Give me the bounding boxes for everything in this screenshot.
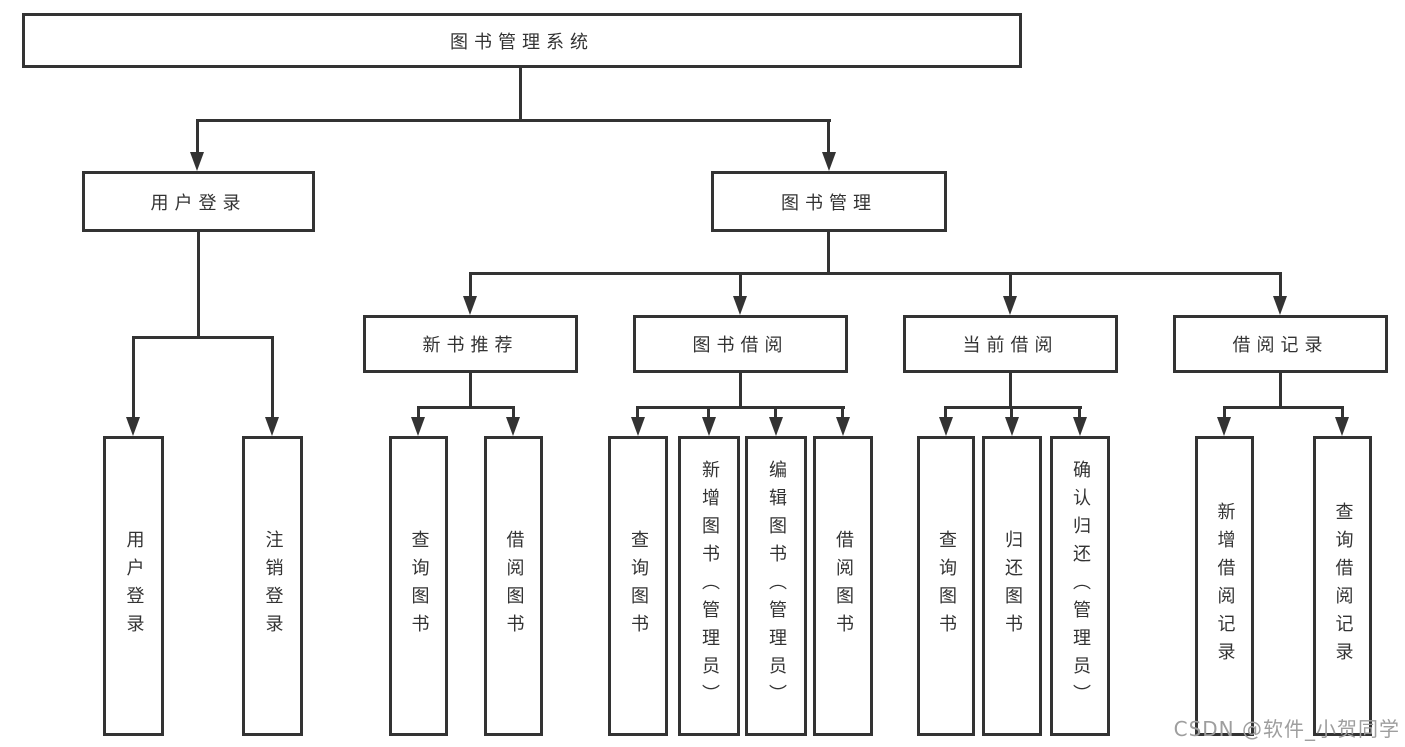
connector-line: [132, 336, 274, 339]
leaf-br-add-record: 新增借阅记录: [1195, 436, 1254, 736]
node-book-management-label: 图书管理: [781, 192, 877, 214]
arrow-down-icon: [939, 417, 953, 436]
arrow-down-icon: [1217, 417, 1231, 436]
arrow-down-icon: [463, 296, 477, 315]
node-root: 图书管理系统: [22, 13, 1022, 68]
connector-line: [1009, 272, 1012, 297]
leaf-logout: 注销登录: [242, 436, 303, 736]
arrow-down-icon: [1003, 296, 1017, 315]
leaf-bb-query-books-label: 查询图书: [628, 530, 649, 642]
leaf-nb-borrow-books: 借阅图书: [484, 436, 543, 736]
leaf-user-login: 用户登录: [103, 436, 164, 736]
leaf-br-query-record-label: 查询借阅记录: [1332, 502, 1354, 670]
connector-line: [196, 119, 831, 122]
connector-line: [774, 406, 777, 418]
node-user-login-label: 用户登录: [150, 192, 247, 214]
connector-line: [1078, 406, 1081, 418]
connector-line: [827, 232, 830, 275]
arrow-down-icon: [631, 417, 645, 436]
connector-line: [196, 119, 199, 153]
leaf-bb-borrow-books: 借阅图书: [813, 436, 873, 736]
connector-line: [469, 272, 1282, 275]
leaf-bb-borrow-books-label: 借阅图书: [833, 530, 854, 642]
leaf-cb-return-books: 归还图书: [982, 436, 1042, 736]
node-book-borrowing-label: 图书借阅: [692, 335, 789, 356]
connector-line: [1279, 272, 1282, 297]
connector-line: [944, 406, 1082, 409]
watermark: CSDN @软件_小贺同学: [1173, 717, 1400, 741]
leaf-bb-add-books-admin-label: 新增图书（管理员）: [699, 460, 720, 712]
arrow-down-icon: [506, 417, 520, 436]
arrow-down-icon: [1335, 417, 1349, 436]
leaf-user-login-label: 用户登录: [123, 530, 145, 642]
connector-line: [827, 119, 830, 153]
leaf-cb-query-books-label: 查询图书: [936, 530, 957, 642]
connector-line: [417, 406, 420, 418]
leaf-logout-label: 注销登录: [262, 530, 284, 642]
connector-line: [636, 406, 639, 418]
arrow-down-icon: [733, 296, 747, 315]
node-book-borrowing: 图书借阅: [633, 315, 848, 373]
arrow-down-icon: [411, 417, 425, 436]
node-book-management: 图书管理: [711, 171, 947, 232]
leaf-cb-confirm-return-admin-label: 确认归还（管理员）: [1070, 460, 1091, 712]
connector-line: [197, 232, 200, 339]
arrow-down-icon: [190, 152, 204, 171]
arrow-down-icon: [836, 417, 850, 436]
connector-line: [707, 406, 710, 418]
connector-line: [841, 406, 844, 418]
connector-line: [132, 336, 135, 418]
connector-line: [417, 406, 515, 409]
arrow-down-icon: [1273, 296, 1287, 315]
arrow-down-icon: [126, 417, 140, 436]
node-root-label: 图书管理系统: [450, 31, 594, 53]
node-current-borrowing-label: 当前借阅: [962, 335, 1059, 356]
arrow-down-icon: [822, 152, 836, 171]
leaf-bb-add-books-admin: 新增图书（管理员）: [678, 436, 740, 736]
node-new-book-recommend-label: 新书推荐: [422, 335, 519, 356]
node-current-borrowing: 当前借阅: [903, 315, 1118, 373]
connector-line: [469, 272, 472, 297]
leaf-br-query-record: 查询借阅记录: [1313, 436, 1372, 736]
connector-line: [1223, 406, 1226, 418]
connector-line: [739, 371, 742, 409]
leaf-nb-borrow-books-label: 借阅图书: [503, 530, 525, 642]
connector-line: [469, 371, 472, 409]
connector-line: [1223, 406, 1344, 409]
connector-line: [636, 406, 845, 409]
node-borrowing-records-label: 借阅记录: [1232, 335, 1329, 356]
connector-line: [512, 406, 515, 418]
connector-line: [271, 336, 274, 418]
connector-line: [1279, 371, 1282, 409]
connector-line: [1341, 406, 1344, 418]
node-user-login: 用户登录: [82, 171, 315, 232]
arrow-down-icon: [1005, 417, 1019, 436]
leaf-nb-query-books-label: 查询图书: [408, 530, 430, 642]
leaf-br-add-record-label: 新增借阅记录: [1214, 502, 1236, 670]
leaf-cb-confirm-return-admin: 确认归还（管理员）: [1050, 436, 1110, 736]
connector-line: [519, 68, 522, 121]
leaf-cb-return-books-label: 归还图书: [1002, 530, 1023, 642]
leaf-nb-query-books: 查询图书: [389, 436, 448, 736]
leaf-cb-query-books: 查询图书: [917, 436, 975, 736]
arrow-down-icon: [265, 417, 279, 436]
leaf-bb-edit-books-admin: 编辑图书（管理员）: [745, 436, 807, 736]
leaf-bb-edit-books-admin-label: 编辑图书（管理员）: [766, 460, 787, 712]
connector-line: [739, 272, 742, 297]
arrow-down-icon: [769, 417, 783, 436]
connector-line: [1009, 371, 1012, 409]
connector-line: [1010, 406, 1013, 418]
leaf-bb-query-books: 查询图书: [608, 436, 668, 736]
arrow-down-icon: [1073, 417, 1087, 436]
arrow-down-icon: [702, 417, 716, 436]
node-borrowing-records: 借阅记录: [1173, 315, 1388, 373]
connector-line: [944, 406, 947, 418]
node-new-book-recommend: 新书推荐: [363, 315, 578, 373]
